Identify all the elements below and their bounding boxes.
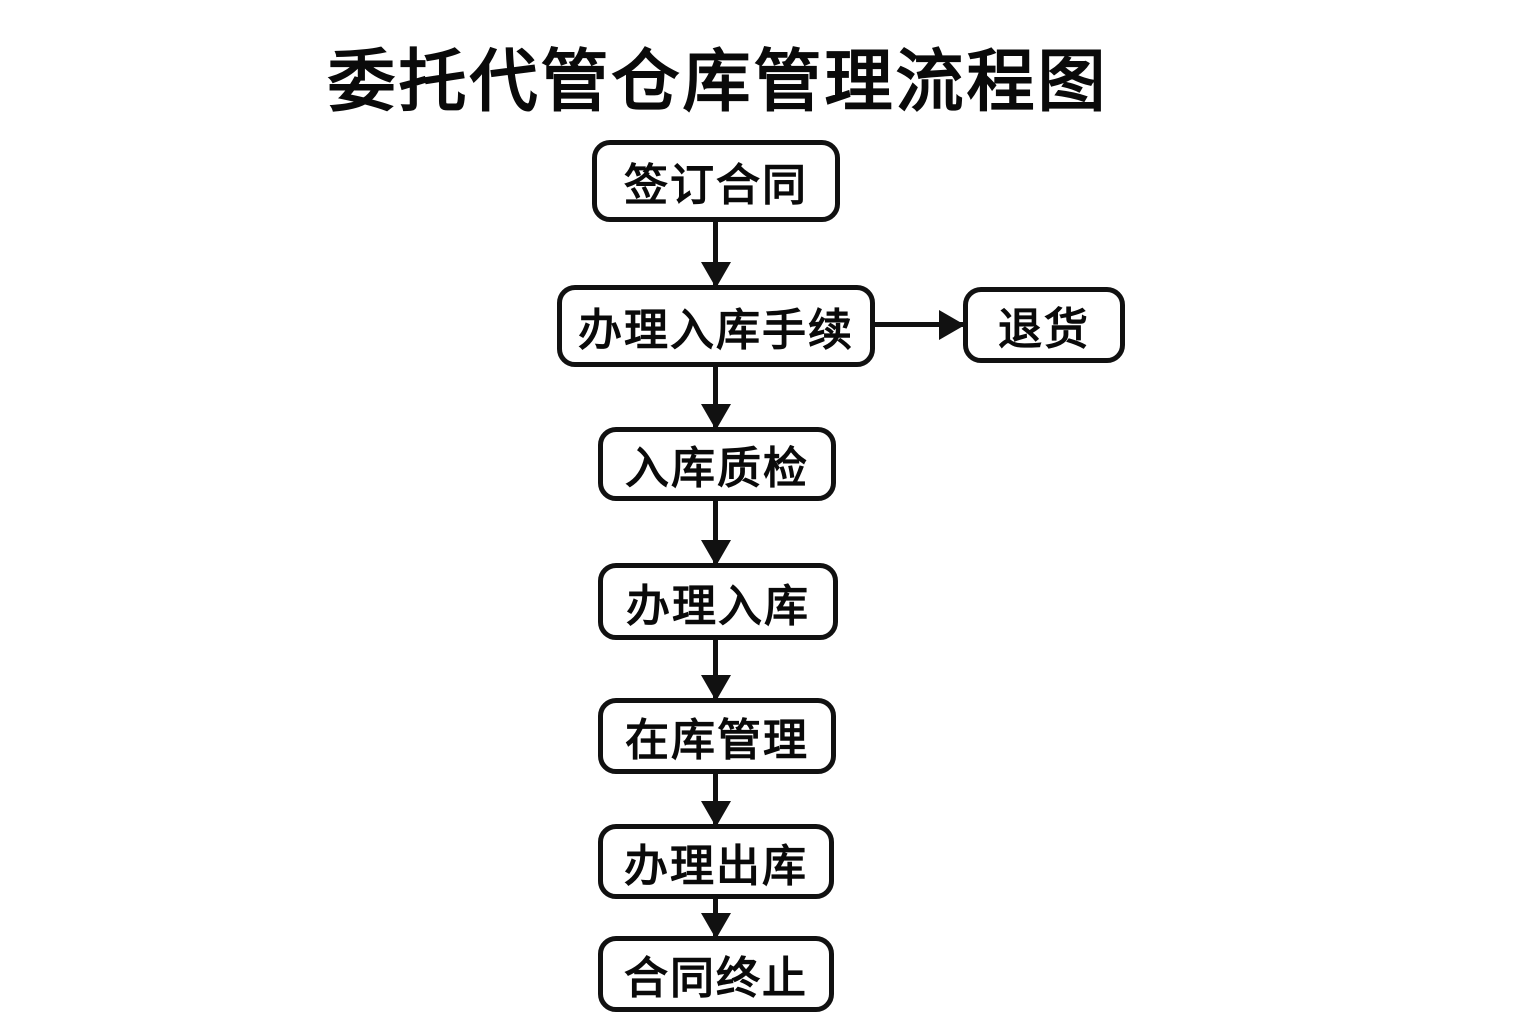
flow-node-return-goods: 退货 [963, 287, 1125, 363]
flow-node-inbound-quality-check: 入库质检 [598, 427, 836, 501]
arrow-outbound-processing-to-contract-termination [713, 899, 718, 937]
arrow-inbound-registration-to-in-storage-management [713, 640, 718, 699]
arrow-in-storage-management-to-outbound-processing [713, 774, 718, 825]
flow-node-inbound-registration: 办理入库 [598, 563, 838, 640]
arrow-inbound-procedures-to-return-goods [875, 322, 963, 327]
flow-node-in-storage-management: 在库管理 [598, 698, 836, 774]
arrow-sign-contract-to-inbound-procedures [713, 222, 718, 286]
flow-node-outbound-processing: 办理出库 [598, 824, 834, 899]
arrow-inbound-procedures-to-inbound-quality-check [713, 367, 718, 428]
flow-node-inbound-procedures: 办理入库手续 [557, 285, 875, 367]
flow-node-contract-termination: 合同终止 [598, 936, 834, 1012]
flow-node-sign-contract: 签订合同 [592, 140, 840, 222]
page-title: 委托代管仓库管理流程图 [327, 44, 1109, 120]
arrow-inbound-quality-check-to-inbound-registration [713, 501, 718, 564]
